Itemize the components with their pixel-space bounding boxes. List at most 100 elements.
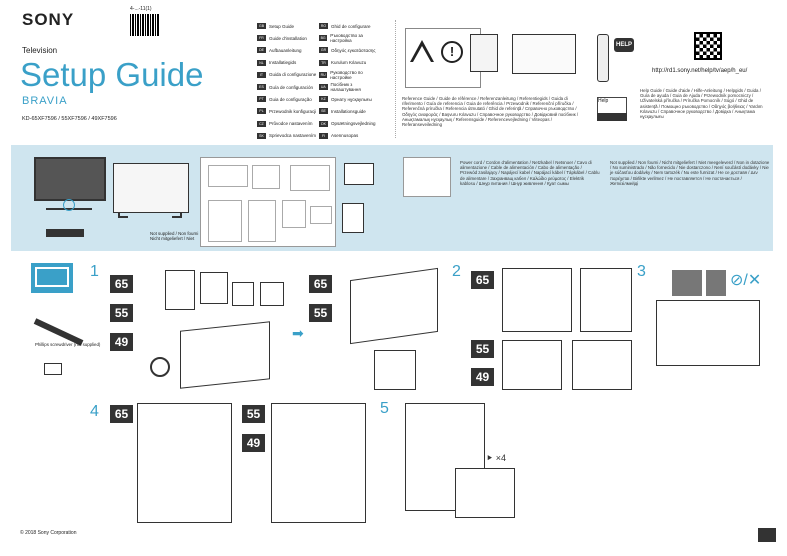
lang-name: Guia de configuração <box>269 96 312 102</box>
leg-attach-illustration <box>502 340 562 390</box>
size-badge: 65 <box>110 405 133 423</box>
screws-icon <box>282 200 306 228</box>
lang-code: RU <box>319 71 328 78</box>
lang-code: RO <box>319 23 328 30</box>
help-url[interactable]: http://rd1.sony.net/help/tv/aep/h_eu/ <box>652 68 748 74</box>
size-badge: 55 <box>242 405 265 423</box>
lang-name: Посібник з налаштування <box>330 82 361 93</box>
parts-panel <box>232 282 254 306</box>
lang-code: DE <box>257 47 266 54</box>
size-badge: 49 <box>242 434 265 452</box>
lang-code: UA <box>319 84 328 91</box>
product-line: BRAVIA <box>22 95 68 107</box>
remote-icon <box>310 206 332 224</box>
reference-guide-text: Reference Guide / Guide de référence / R… <box>402 96 579 128</box>
tv-back-leg <box>172 212 182 218</box>
tv-box-illustration <box>350 267 438 345</box>
size-badge: 65 <box>471 271 494 289</box>
parts-panel <box>200 272 228 304</box>
stand-insert-illustration <box>137 403 232 523</box>
manual-icon <box>344 163 374 185</box>
help-box-label: Help <box>598 98 609 104</box>
sony-logo: SONY <box>22 10 75 29</box>
screws-icon <box>290 165 330 191</box>
size-badge: 55 <box>309 304 332 322</box>
two-people-lift-illustration <box>656 300 760 366</box>
toolbox-icon <box>44 363 62 375</box>
tv-back-leg <box>118 212 128 218</box>
cable-icon <box>208 165 248 187</box>
magnifier-icon <box>150 357 170 377</box>
hand-detail-illustration <box>374 350 416 390</box>
caption-line: Nicht mitgeliefert / Niet <box>150 236 195 241</box>
model-label <box>46 229 84 237</box>
lang-code: TR <box>319 59 328 66</box>
lang-name: Installationsguide <box>331 108 366 114</box>
lang-name: Guía de configuración <box>269 84 314 90</box>
lang-name: Průvodce nastavením <box>269 121 313 127</box>
parts-panel <box>165 270 195 310</box>
lang-name: Setup Guide <box>269 23 295 29</box>
lang-code: SE <box>319 108 328 115</box>
leg-set-icon <box>208 200 242 242</box>
caption-line: Not supplied / Non fourni <box>150 231 199 236</box>
part-number: 4-...-11(1) <box>130 6 152 12</box>
lang-name: Guide d'installation <box>269 35 307 41</box>
size-badge: 65 <box>309 275 332 293</box>
copyright: © 2018 Sony Corporation <box>20 530 77 536</box>
document-icon <box>342 203 364 233</box>
zoom-circle <box>63 199 75 211</box>
size-badge: 55 <box>110 304 133 322</box>
lang-code: PL <box>257 108 266 115</box>
lang-code: GB <box>257 23 266 30</box>
tv-back-illustration <box>113 163 189 213</box>
remote-icon <box>597 34 609 82</box>
screw-detail-illustration <box>455 468 515 518</box>
step-number: 4 <box>90 403 99 420</box>
page-title: Setup Guide <box>20 56 204 93</box>
leg-set-icon <box>248 200 276 242</box>
lang-code: GR <box>319 47 328 54</box>
page-turn-icon <box>758 528 776 542</box>
step-number: 5 <box>380 400 389 417</box>
ok-example-icon <box>672 270 702 296</box>
help-screen-bar <box>597 113 627 121</box>
power-cord-text: Power cord / Cordon d'alimentation / Net… <box>460 160 600 186</box>
screw-count: ⯈ ×4 <box>486 453 506 464</box>
not-supplied-caption: Not supplied / Non fourni Nicht mitgelie… <box>150 231 198 241</box>
divider <box>395 20 396 138</box>
step-number: 2 <box>452 263 461 280</box>
size-badge: 49 <box>110 333 133 351</box>
stand-insert-illustration <box>271 403 366 523</box>
lang-name: Sprievodca nastavením <box>269 133 317 139</box>
leg-attach-illustration <box>502 268 572 332</box>
leg-icon <box>252 165 280 189</box>
size-badge: 65 <box>110 275 133 293</box>
prohibited-icon: ⊘/✕ <box>730 272 762 289</box>
help-badge: HELP <box>614 38 634 52</box>
model-list: KD-65XF7596 / 55XF7596 / 49XF7596 <box>22 116 117 122</box>
tv-front-illustration <box>34 157 106 201</box>
lang-code: NL <box>257 59 266 66</box>
lang-code: ES <box>257 84 266 91</box>
qr-code <box>694 32 722 60</box>
lang-name: Aufbauanleitung <box>269 47 302 53</box>
lang-code: FI <box>319 132 328 139</box>
lang-code: SK <box>257 132 266 139</box>
lang-name: Asennusopas <box>331 133 359 139</box>
power-cord-icon <box>403 157 451 197</box>
tv-icon-screen <box>35 267 69 287</box>
lang-name: Przewodnik konfiguracji <box>269 108 317 114</box>
screw-icon: ⯈ <box>486 453 494 463</box>
info-circle-icon: ! <box>441 41 463 63</box>
step-number: 3 <box>637 263 646 280</box>
lang-code: KZ <box>319 96 328 103</box>
size-badge: 49 <box>471 368 494 386</box>
arrow-right-icon: ➡ <box>292 325 304 341</box>
lang-name: Opsætningsvejledning <box>331 121 376 127</box>
lang-name: Руководство по настройке <box>330 69 363 80</box>
lang-name: Ръководство за настройка <box>330 33 363 44</box>
tool-caption: Phillips screwdriver (not supplied) <box>35 342 101 347</box>
box-illustration <box>180 321 270 389</box>
